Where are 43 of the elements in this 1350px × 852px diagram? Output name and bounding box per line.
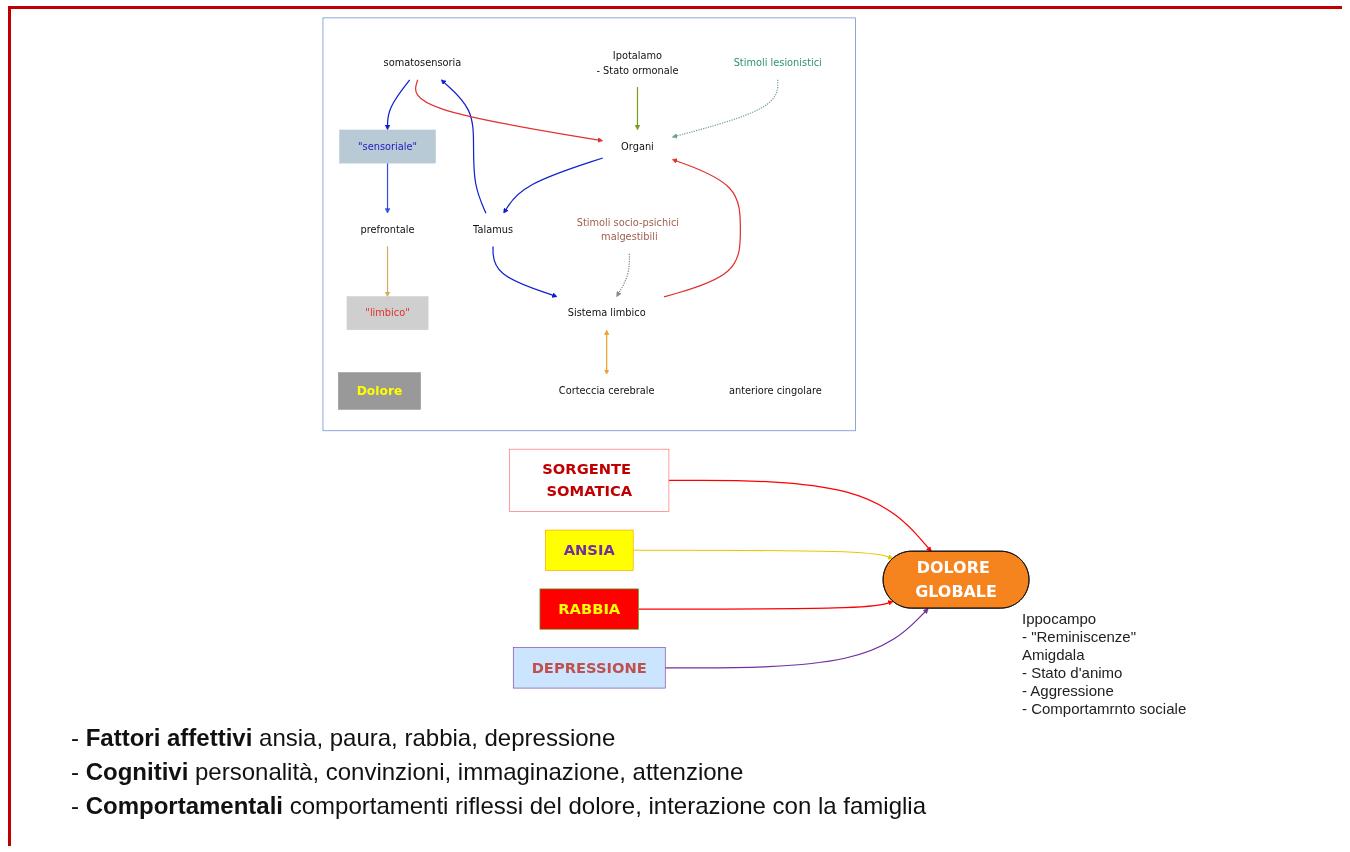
arrow [638,600,894,610]
node-text: Sistema limbico [567,307,646,319]
arrow [503,157,604,214]
arrow [440,79,487,214]
arrow [663,158,741,298]
bullet-text: - Comportamentali comportamenti riflessi del dolore, interazione con la famiglia [71,791,926,821]
arrow [492,245,558,298]
node-text: somatosensoria [383,57,462,69]
arrow [604,329,610,375]
node-box: "sensoriale" [339,129,436,164]
arrow [664,608,929,669]
node-text: Stimoli socio-psichici malgestibili [576,216,680,243]
node-box: ANSIA [545,529,634,571]
brain-area-note: - Comportamrnto sociale [1022,700,1188,717]
node-text: Organi [621,140,654,153]
node-text: Stimoli lesionistici [733,57,822,69]
brain-area-note: Ippocampo [1022,610,1098,627]
node-text: Talamus [473,223,514,236]
bullet-text: - Cognitivi personalità, convinzioni, immaginazione, attenzione [71,757,745,787]
node-text: anteriore cingolare [728,384,822,397]
node-box: Dolore [338,372,421,410]
arrow [634,86,641,131]
brain-area-note: Amigdala [1022,646,1086,663]
node-box: "limbico" [346,296,429,331]
arrow [616,253,631,297]
arrow [384,162,391,214]
arrow [672,79,779,139]
brain-area-note: - "Reminiscenze" [1022,628,1138,645]
node-text: prefrontale [360,223,415,236]
arrow [668,479,932,552]
arrow [384,245,391,297]
arrow [414,79,603,143]
node-text: Corteccia cerebrale [558,384,655,397]
brain-area-note: - Aggressione [1022,682,1115,699]
node-text: Ipotalamo - Stato ormonale [596,49,679,77]
node-box: RABBIA [539,588,639,630]
bullet-text: - Fattori affettivi ansia, paura, rabbia, depressione [71,723,617,753]
arrow [384,79,411,131]
arrow [632,549,894,560]
cluster [322,17,856,432]
node-box: SORGENTE SOMATICA [509,448,670,512]
node-box: DEPRESSIONE [512,647,666,689]
brain-area-note: - Stato d'animo [1022,664,1124,681]
